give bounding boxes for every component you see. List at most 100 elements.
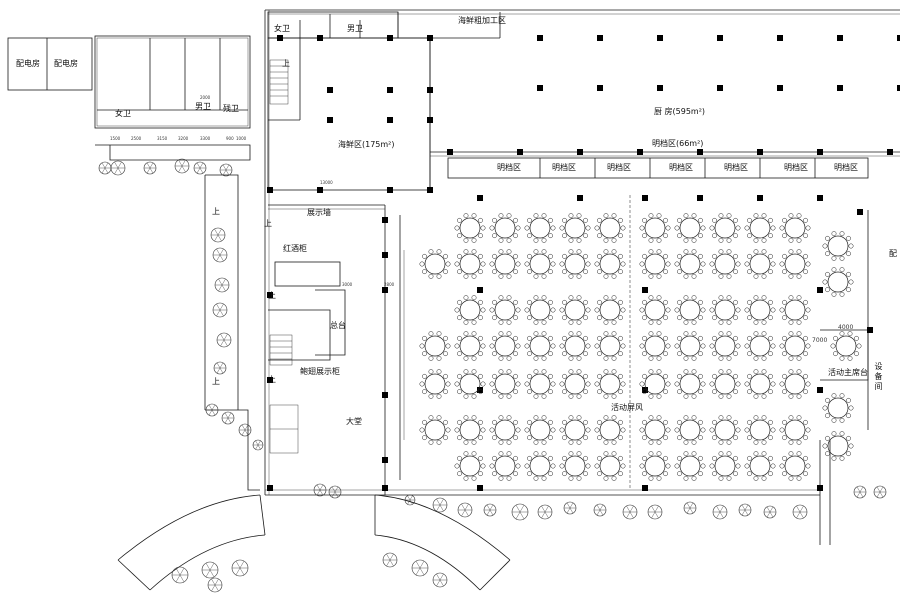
round-table [779,213,811,243]
tree-symbol [738,503,752,517]
round-table [779,295,811,325]
column-marker [657,35,663,41]
tree-symbol [110,160,126,176]
column-marker [577,149,583,155]
round-table [594,451,626,481]
structural-columns [267,35,900,491]
mens-wc-top-label: 男卫 [347,24,363,33]
round-table [419,331,451,361]
column-marker [382,252,388,258]
round-table [744,331,776,361]
column-marker [517,149,523,155]
round-table [822,431,854,461]
round-table [709,415,741,445]
dimension-3200: 3200 [178,136,189,141]
tree-symbol [212,247,228,263]
tree-symbol [98,161,112,175]
tree-symbol [382,552,398,568]
seafood-area-label: 海鲜区(175m²) [338,140,395,149]
column-marker [597,85,603,91]
round-table [454,249,486,279]
round-table [639,415,671,445]
round-table [419,369,451,399]
round-table [674,213,706,243]
column-marker [697,149,703,155]
womens-wc-left-label: 女卫 [115,109,131,118]
column-marker [327,87,333,93]
stall-label-4: 明档区 [669,163,693,172]
display-wall-label: 展示墙 [307,208,331,217]
tree-symbol [174,158,190,174]
dimension-13000: 13000 [320,180,333,185]
accessible-wc-label: 残卫 [223,104,239,113]
stair-up-label-1: 上 [282,59,290,68]
column-marker [267,485,273,491]
dimension-3150: 3150 [157,136,168,141]
column-marker [427,87,433,93]
round-table [674,415,706,445]
tree-symbol [853,485,867,499]
dimension-1500: 1500 [110,136,121,141]
head-table-label: 活动主席台 [828,368,868,377]
round-table [639,295,671,325]
round-table [454,331,486,361]
column-marker [537,85,543,91]
tree-symbol [712,504,728,520]
column-marker [697,195,703,201]
round-table [709,369,741,399]
walls [7,9,900,591]
round-table [559,295,591,325]
round-table [489,295,521,325]
stair-up-label-5: 上 [268,291,276,300]
dimension-3300: 3300 [200,136,211,141]
round-table [524,249,556,279]
round-table [709,295,741,325]
column-marker [382,485,388,491]
column-marker [837,35,843,41]
tree-symbol [647,504,663,520]
tree-symbol [593,503,607,517]
round-table [524,369,556,399]
round-table [489,369,521,399]
round-table [454,295,486,325]
column-marker [867,327,873,333]
round-table [559,213,591,243]
round-table [489,249,521,279]
equipment-room-label: 设备间 [874,362,883,392]
round-table [594,369,626,399]
tree-symbol [207,577,223,593]
tree-symbol [210,227,226,243]
stall-label-2: 明档区 [552,163,576,172]
column-marker [477,287,483,293]
tree-symbol [411,559,429,577]
stall-label-6: 明档区 [784,163,808,172]
round-table [674,369,706,399]
wine-cabinet-label: 红酒柜 [283,244,307,253]
column-marker [757,195,763,201]
tree-symbol [231,559,249,577]
tree-symbol [483,503,497,517]
round-table [674,451,706,481]
power-room-label-2: 配电房 [54,59,78,68]
column-marker [387,87,393,93]
round-table [594,415,626,445]
stall-label-5: 明档区 [724,163,748,172]
round-table [454,213,486,243]
round-table [419,249,451,279]
round-table [779,249,811,279]
round-table [594,331,626,361]
open-stall-area-label: 明档区(66m²) [652,139,704,148]
kitchen-label: 厨 房(595m²) [654,107,706,116]
column-marker [267,187,273,193]
column-marker [637,149,643,155]
column-marker [817,195,823,201]
tree-symbol [537,504,553,520]
round-table [709,213,741,243]
column-marker [642,387,648,393]
tree-symbol [212,302,228,318]
banquet-tables [419,213,862,481]
tree-symbol [216,332,232,348]
stair-up-label-3: 上 [212,377,220,386]
column-marker [717,85,723,91]
column-marker [642,195,648,201]
